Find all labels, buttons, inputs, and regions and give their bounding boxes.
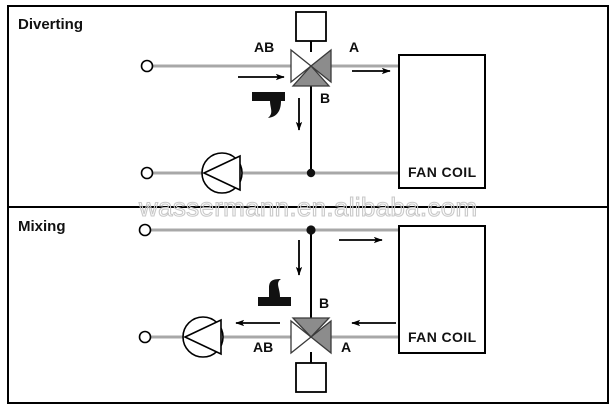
watermark-text: wassermann.en.alibaba.com (138, 192, 477, 222)
panel-diverting: Diverting (18, 11, 486, 194)
mixing-label-b: B (319, 295, 329, 311)
mixing-label-a: A (341, 339, 351, 355)
mixing-pump-icon (182, 316, 224, 358)
panel-mixing: Mixing (18, 218, 486, 393)
diverting-label-a: A (349, 39, 359, 55)
diverting-valve-port-b (291, 65, 331, 87)
diverting-three-way-valve[interactable] (290, 11, 332, 87)
diverting-return-port-connector (140, 166, 154, 180)
diverting-label-b: B (320, 90, 330, 106)
diverting-return-junction-dot (306, 168, 316, 178)
panel-title-diverting: Diverting (18, 16, 83, 33)
diverting-valve-port-a (309, 48, 332, 84)
mixing-fan-coil-unit: FAN COIL (398, 225, 486, 354)
mixing-valve-actuator[interactable] (295, 362, 327, 393)
mixing-supply-junction-dot (306, 225, 316, 235)
mixing-label-ab: AB (253, 339, 273, 355)
mixing-valve-port-b (291, 317, 331, 338)
diverting-fan-coil-label: FAN COIL (408, 164, 477, 180)
mixing-fan-coil-box (398, 225, 486, 354)
mixing-valve-port-ab (290, 319, 313, 355)
mixing-lever-icon (258, 279, 291, 306)
diverting-pump-icon (201, 152, 243, 194)
diverting-fan-coil-box (398, 54, 486, 189)
mixing-return-port-connector (138, 330, 152, 344)
diverting-valve-port-ab (290, 48, 313, 84)
mixing-valve-port-a (309, 319, 332, 355)
diverting-lever-icon (252, 92, 285, 118)
diverting-label-ab: AB (254, 39, 274, 55)
diverting-supply-port-connector (140, 59, 154, 73)
diverting-fan-coil-unit: FAN COIL (398, 54, 486, 189)
mixing-three-way-valve[interactable] (290, 317, 332, 393)
diverting-valve-actuator[interactable] (295, 11, 327, 42)
mixing-fan-coil-label: FAN COIL (408, 329, 477, 345)
diagram-outer-frame (7, 5, 609, 404)
mixing-supply-port-connector (138, 223, 152, 237)
panel-title-mixing: Mixing (18, 218, 66, 235)
